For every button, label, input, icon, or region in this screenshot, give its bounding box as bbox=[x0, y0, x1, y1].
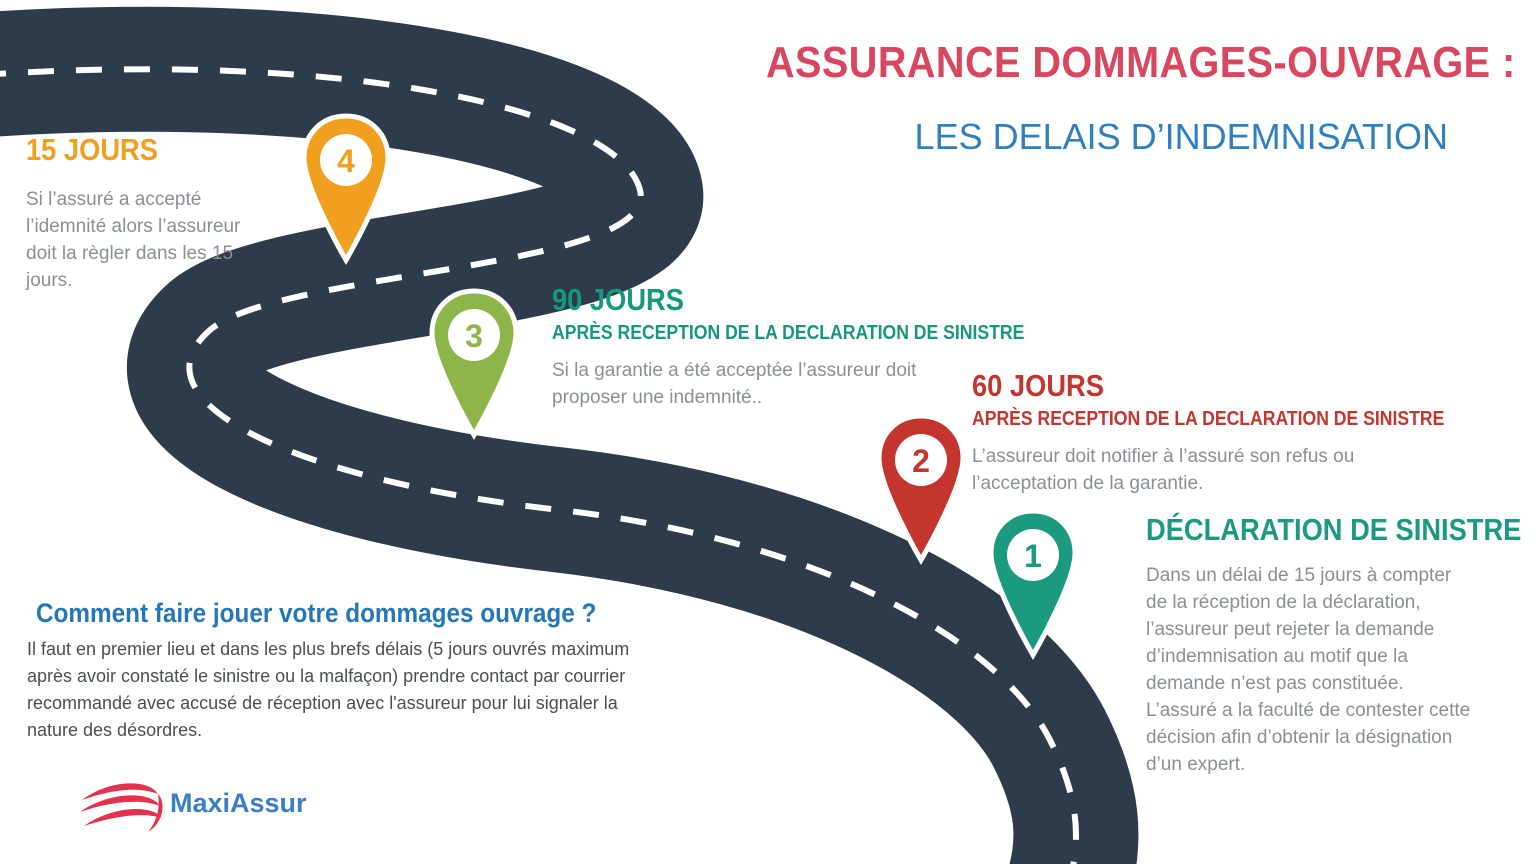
step-2: 60 JOURS APRÈS RECEPTION DE LA DECLARATI… bbox=[972, 368, 1472, 497]
map-pin-4-icon: 4 bbox=[301, 113, 391, 265]
step-3-title: 90 JOURS bbox=[552, 282, 684, 317]
map-pin-2-icon: 2 bbox=[876, 413, 966, 565]
page-title: ASSURANCE DOMMAGES-OUVRAGE : bbox=[766, 38, 1516, 87]
pin-3-number: 3 bbox=[465, 318, 483, 354]
step-3-subtitle: APRÈS RECEPTION DE LA DECLARATION DE SIN… bbox=[552, 322, 1025, 344]
pin-4-number: 4 bbox=[337, 143, 355, 179]
maxiassur-logo: MaxiAssur bbox=[78, 772, 328, 838]
step-4: 15 JOURS Si l’assuré a accepté l’idemnit… bbox=[26, 132, 276, 294]
how-to-title: Comment faire jouer votre dommages ouvra… bbox=[36, 598, 597, 628]
how-to-text: Il faut en premier lieu et dans les plus… bbox=[27, 639, 630, 740]
road-center-line bbox=[0, 66, 1079, 864]
pin-2-number: 2 bbox=[912, 443, 930, 479]
step-2-text: L’assureur doit notifier à l’assuré son … bbox=[972, 446, 1355, 494]
step-4-title: 15 JOURS bbox=[26, 132, 158, 167]
logo-text: MaxiAssur bbox=[170, 788, 307, 818]
step-4-text: Si l’assuré a accepté l’idemnité alors l… bbox=[26, 189, 241, 291]
map-pin-1-icon: 1 bbox=[988, 508, 1078, 660]
step-1-title: DÉCLARATION DE SINISTRE bbox=[1146, 512, 1522, 547]
step-2-subtitle: APRÈS RECEPTION DE LA DECLARATION DE SIN… bbox=[972, 408, 1445, 430]
pin-1-number: 1 bbox=[1024, 538, 1042, 574]
step-1-text: Dans un délai de 15 jours à compter de l… bbox=[1146, 565, 1471, 775]
map-pin-3-icon: 3 bbox=[429, 288, 519, 440]
page-subtitle: LES DELAIS D’INDEMNISATION bbox=[914, 116, 1448, 157]
step-3-text: Si la garantie a été acceptée l’assureur… bbox=[552, 360, 917, 408]
step-1: DÉCLARATION DE SINISTRE Dans un délai de… bbox=[1146, 512, 1522, 778]
step-2-title: 60 JOURS bbox=[972, 368, 1104, 403]
swoosh-logo-icon bbox=[80, 783, 163, 832]
step-3: 90 JOURS APRÈS RECEPTION DE LA DECLARATI… bbox=[552, 282, 1025, 411]
